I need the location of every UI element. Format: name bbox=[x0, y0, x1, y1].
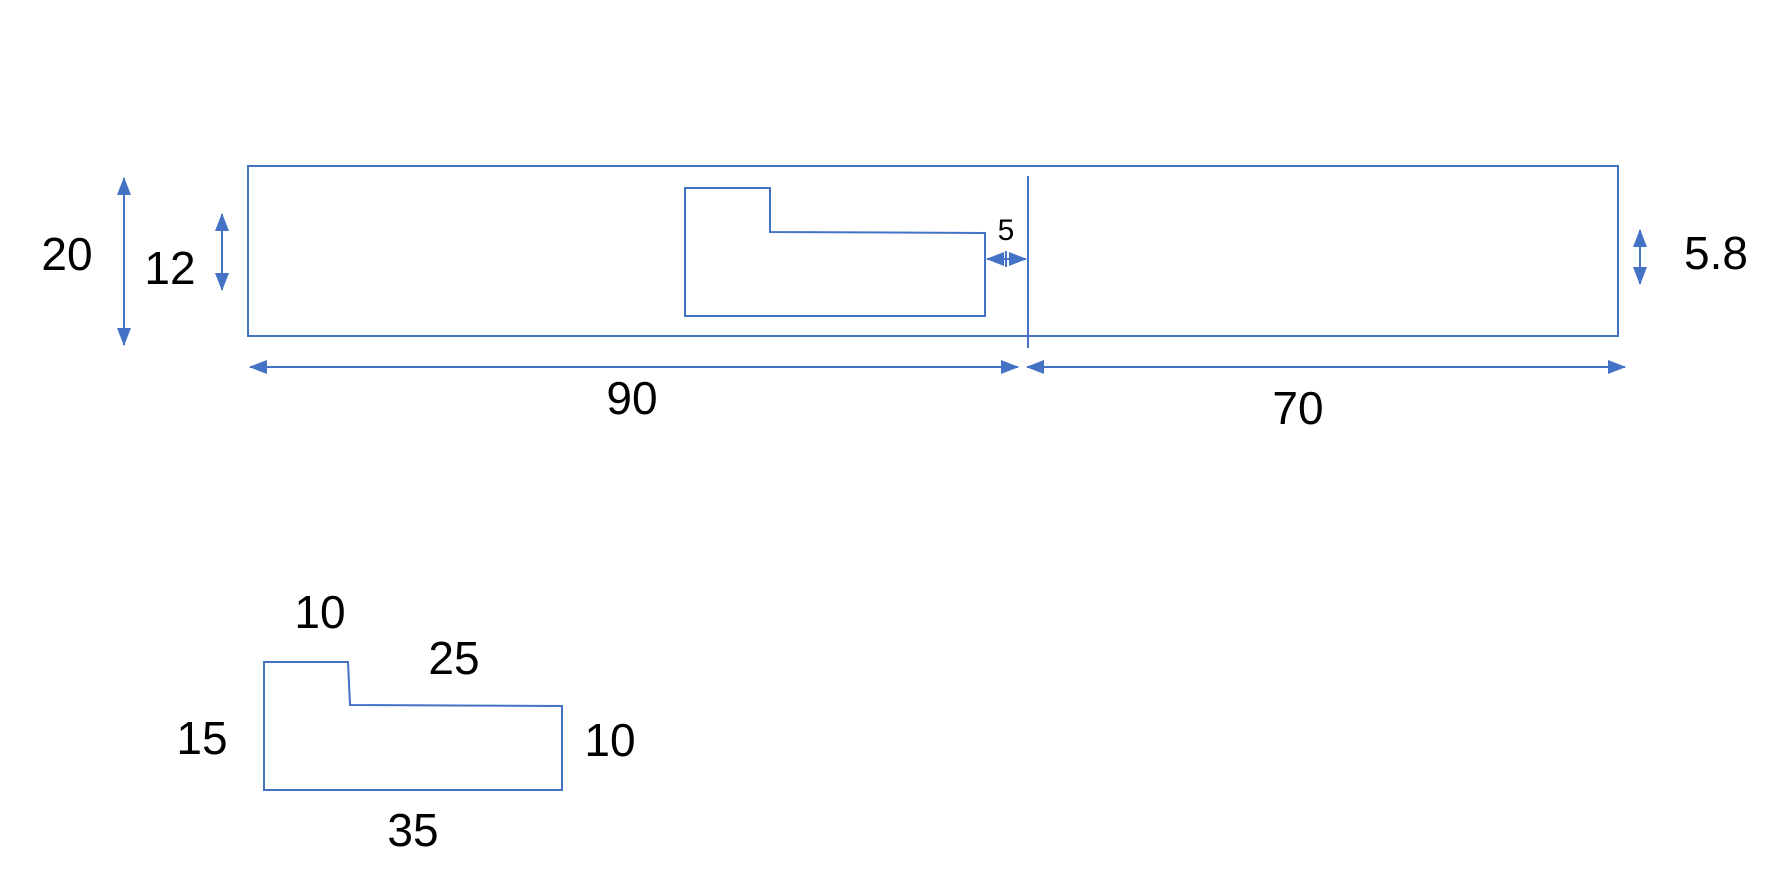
dim-label-left-length: 90 bbox=[606, 372, 657, 424]
outer-bar-outline bbox=[247, 165, 1619, 337]
dim-label-cutout-height: 12 bbox=[144, 242, 195, 294]
dim-label-right-height: 5.8 bbox=[1684, 227, 1748, 279]
l-shape-detail bbox=[263, 661, 563, 791]
detail-label-left-height: 15 bbox=[176, 712, 227, 764]
detail-view: 10 25 15 10 35 bbox=[176, 586, 635, 856]
detail-label-right-height: 10 bbox=[584, 714, 635, 766]
detail-label-top-step: 10 bbox=[294, 586, 345, 638]
dim-label-right-length: 70 bbox=[1272, 382, 1323, 434]
main-view: 20 12 5 5.8 90 70 bbox=[41, 165, 1748, 434]
l-shaped-cutout bbox=[684, 187, 986, 317]
dim-label-gap: 5 bbox=[998, 214, 1015, 247]
dim-label-total-height: 20 bbox=[41, 228, 92, 280]
detail-label-top-long: 25 bbox=[428, 632, 479, 684]
detail-label-bottom: 35 bbox=[387, 804, 438, 856]
